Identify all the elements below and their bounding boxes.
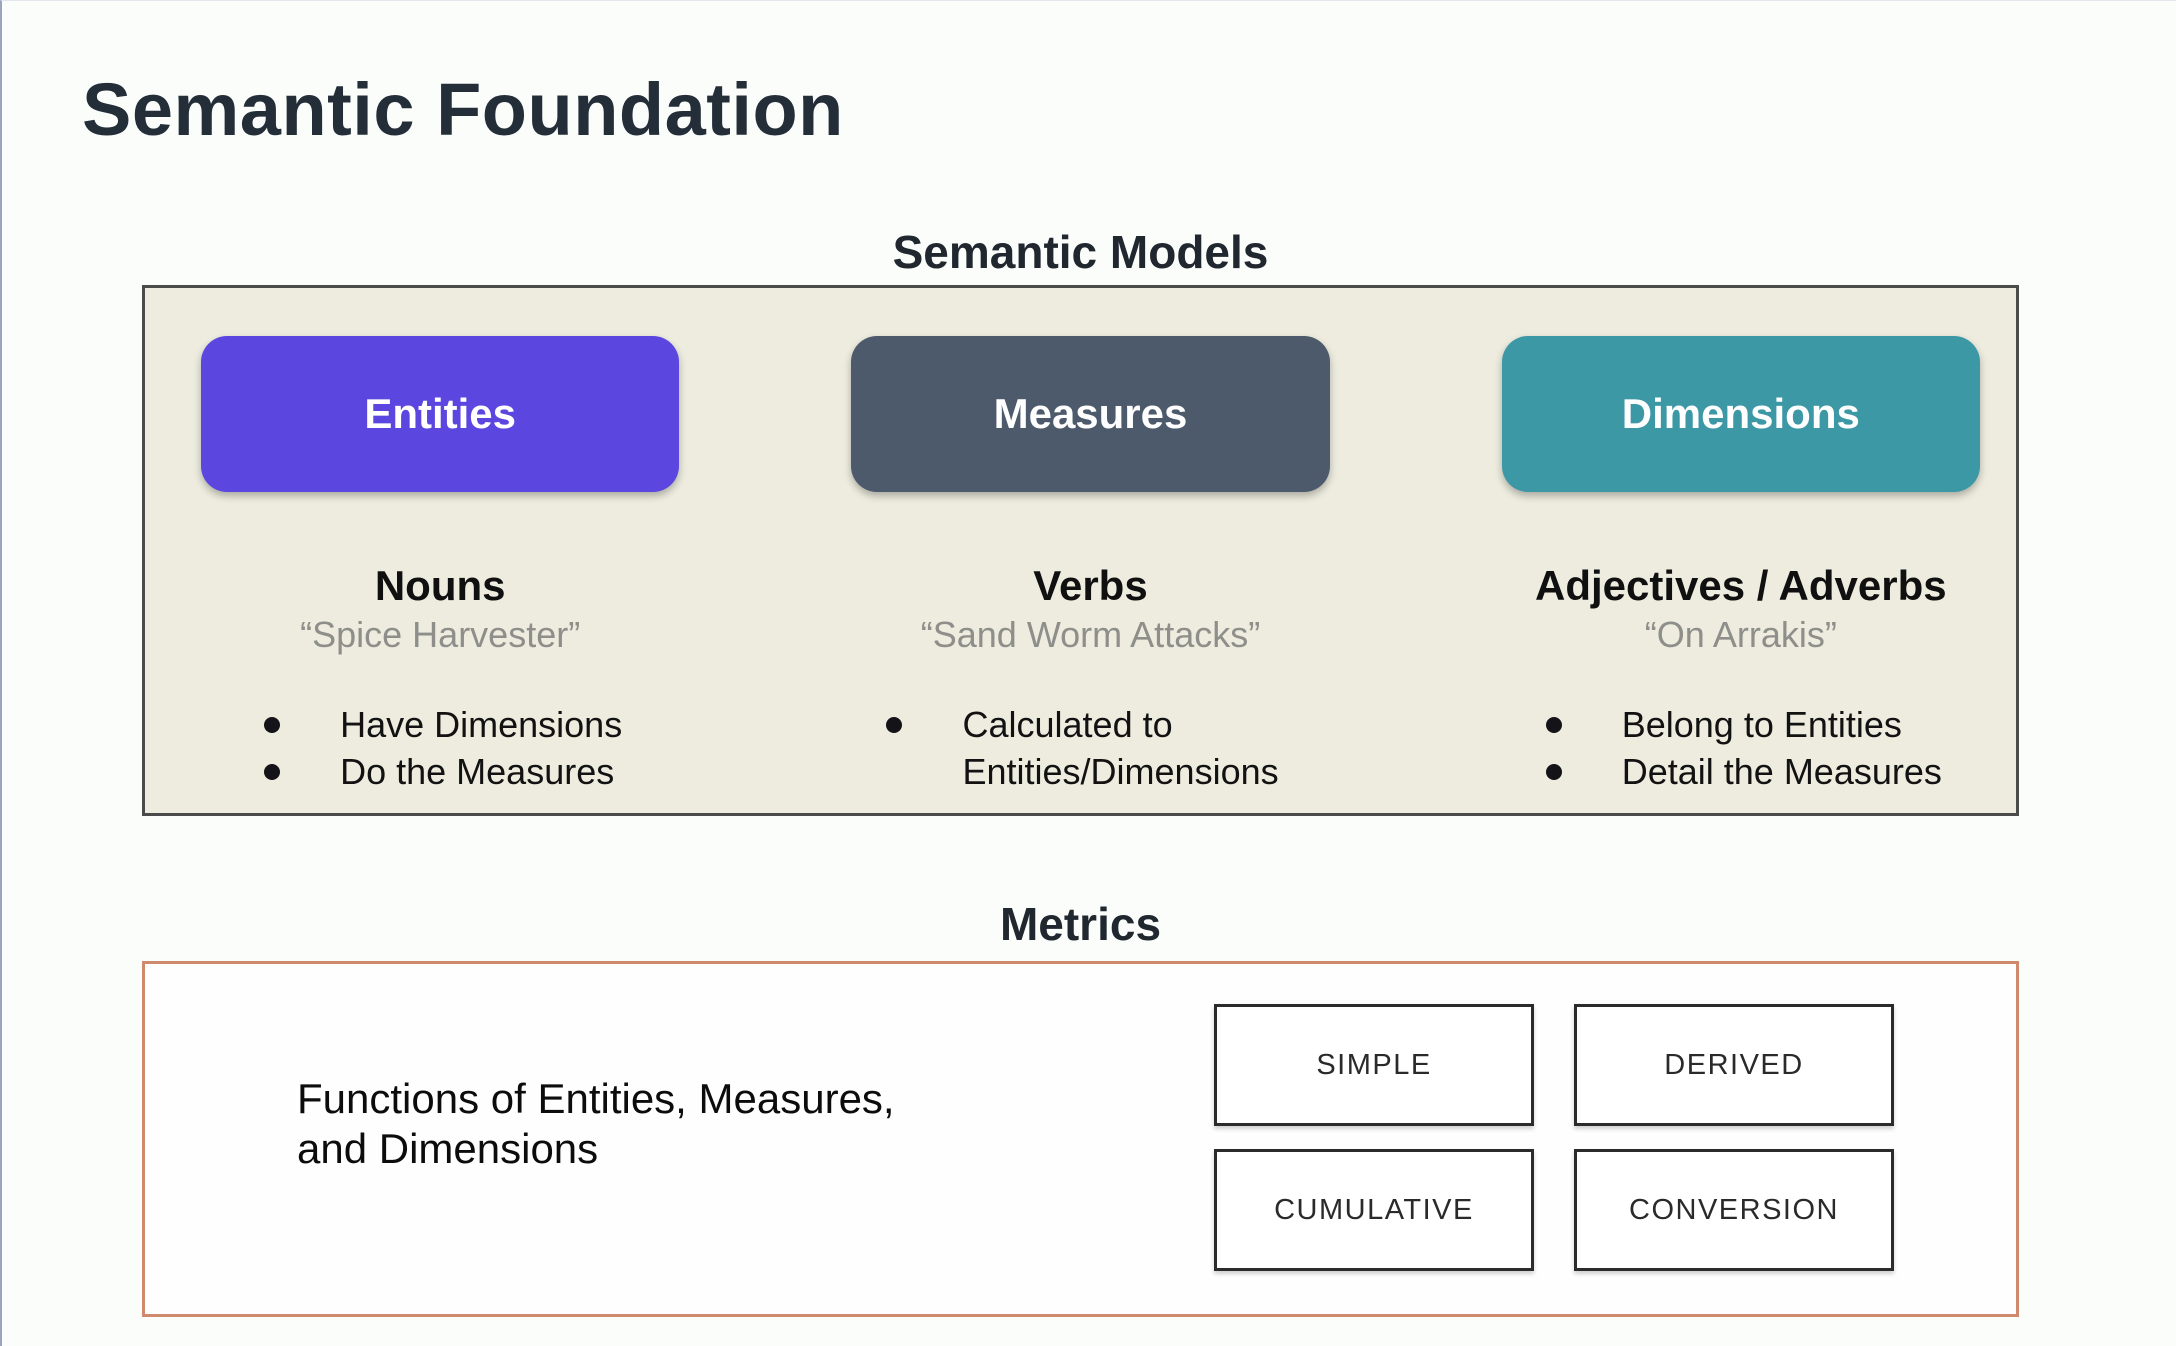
entities-box: Entities: [201, 336, 680, 492]
bullet-item: Detail the Measures: [1540, 749, 1942, 796]
dimensions-bullet-list: Belong to Entities Detail the Measures: [1540, 702, 1942, 796]
metric-type-cumulative: CUMULATIVE: [1214, 1149, 1534, 1271]
bullet-item: Calculated to Entities/Dimensions: [880, 702, 1300, 796]
entities-role-label: Nouns: [374, 562, 506, 609]
metrics-description-line: and Dimensions: [297, 1124, 599, 1172]
metric-type-derived: DERIVED: [1574, 1004, 1894, 1126]
entities-bullet-list: Have Dimensions Do the Measures: [258, 702, 622, 796]
metrics-panel: Functions of Entities, Measures, and Dim…: [142, 961, 2019, 1317]
metric-type-conversion: CONVERSION: [1574, 1149, 1894, 1271]
measures-bullet-list: Calculated to Entities/Dimensions: [880, 702, 1300, 796]
bullet-item: Belong to Entities: [1540, 702, 1942, 749]
metrics-description: Functions of Entities, Measures, and Dim…: [297, 1074, 895, 1173]
metric-type-simple: SIMPLE: [1214, 1004, 1534, 1126]
metrics-heading: Metrics: [999, 898, 1162, 950]
dimensions-box: Dimensions: [1501, 336, 1980, 492]
bullet-item: Have Dimensions: [258, 702, 622, 749]
dimensions-role-label: Adjectives / Adverbs: [1535, 562, 1947, 609]
entities-example-quote: “Spice Harvester”: [300, 614, 581, 655]
measures-example-quote: “Sand Worm Attacks”: [920, 614, 1261, 655]
entities-column: Entities Nouns “Spice Harvester” Have Di…: [201, 336, 680, 813]
measures-box: Measures: [851, 336, 1330, 492]
semantic-models-columns: Entities Nouns “Spice Harvester” Have Di…: [145, 288, 2016, 813]
semantic-models-heading: Semantic Models: [892, 226, 1269, 278]
semantic-models-panel: Entities Nouns “Spice Harvester” Have Di…: [142, 285, 2019, 816]
measures-role-label: Verbs: [1033, 562, 1148, 609]
dimensions-column: Dimensions Adjectives / Adverbs “On Arra…: [1501, 336, 1980, 813]
metrics-description-line: Functions of Entities, Measures,: [297, 1075, 895, 1122]
metric-type-grid: SIMPLE DERIVED CUMULATIVE CONVERSION: [1214, 1004, 1894, 1271]
bullet-item: Do the Measures: [258, 749, 622, 796]
dimensions-example-quote: “On Arrakis”: [1644, 614, 1837, 655]
measures-column: Measures Verbs “Sand Worm Attacks” Calcu…: [851, 336, 1330, 813]
page-title: Semantic Foundation: [82, 68, 844, 151]
